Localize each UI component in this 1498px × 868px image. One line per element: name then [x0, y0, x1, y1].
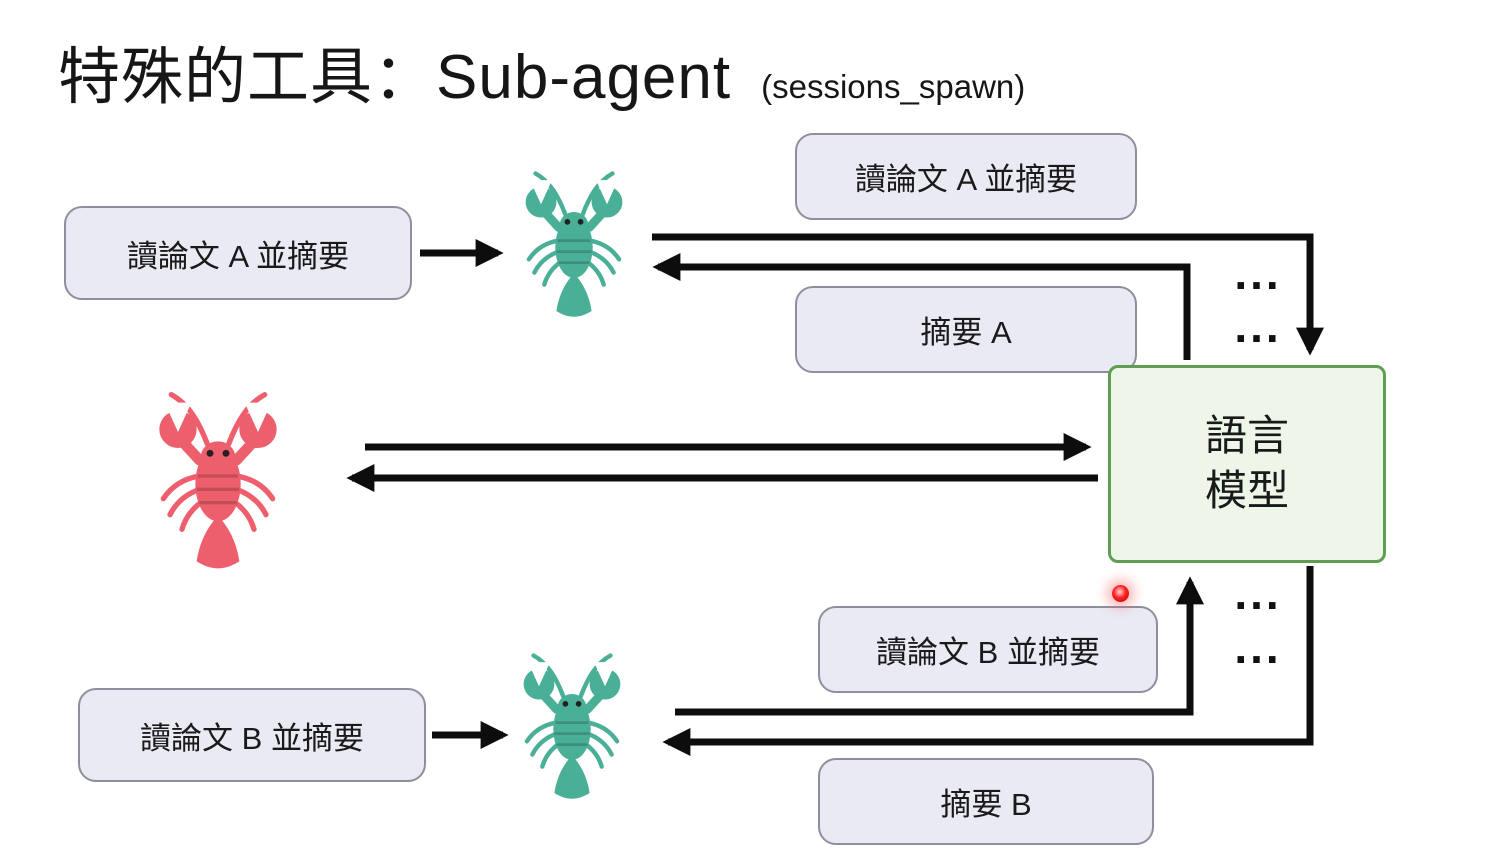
title-text: 特殊的工具：Sub-agent: [58, 43, 732, 112]
laser-pointer-dot: [1112, 585, 1129, 602]
context-ellipsis-top-1: ...: [1234, 247, 1282, 299]
context-message-a-box: 讀論文 A 並摘要: [795, 133, 1137, 220]
red-lobster-main-agent-icon: [138, 388, 298, 575]
green-lobster-a-icon: [508, 168, 640, 322]
slide-title: 特殊的工具：Sub-agent (sessions_spawn): [58, 26, 1025, 116]
language-model-box: 語言 模型: [1108, 365, 1386, 563]
summary-b-box: 摘要 B: [818, 758, 1154, 845]
arrow-subagent-a-to-llm: [652, 233, 1324, 356]
summary-a-box: 摘要 A: [795, 286, 1137, 373]
arrow-subagent-b-to-llm: [675, 576, 1204, 716]
context-ellipsis-top-2: ...: [1234, 300, 1282, 352]
title-subtext: (sessions_spawn): [761, 68, 1026, 105]
arrow-llm-to-subagent-b: [662, 566, 1314, 756]
context-ellipsis-bottom-1: ...: [1234, 567, 1282, 619]
arrow-llm-to-subagent-a: [652, 253, 1191, 360]
llm-label-line1: 語言: [1204, 412, 1289, 460]
llm-label-line2: 模型: [1204, 467, 1289, 514]
prompt-b-box: 讀論文 B 並摘要: [78, 688, 426, 782]
green-lobster-b-icon: [506, 650, 638, 804]
prompt-a-box: 讀論文 A 並摘要: [64, 206, 412, 300]
context-ellipsis-bottom-2: ...: [1234, 621, 1282, 673]
context-message-b-box: 讀論文 B 並摘要: [818, 606, 1158, 693]
